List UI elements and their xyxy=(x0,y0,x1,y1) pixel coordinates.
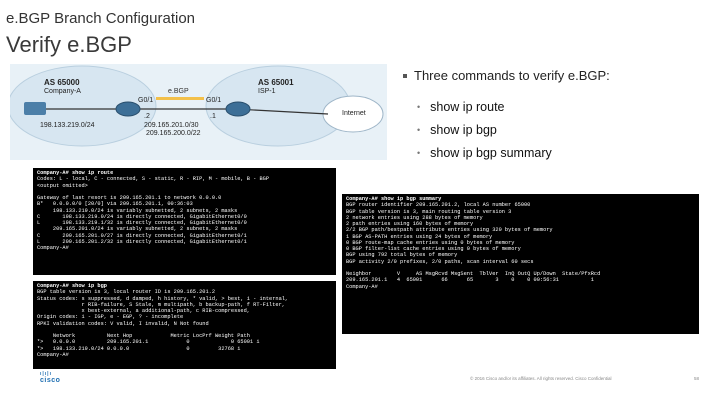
cisco-logo-text: cisco xyxy=(40,377,61,384)
terminal-line: 2 network entries using 288 bytes of mem… xyxy=(346,214,483,221)
cisco-bars-icon: ı|ı|ı xyxy=(40,371,52,377)
terminal-line: BGP router identifier 209.165.201.2, loc… xyxy=(346,202,531,209)
topology-drawing xyxy=(10,65,384,147)
terminal-line: BGP table version is 3, local router ID … xyxy=(37,289,216,296)
terminal-line: <output omitted> xyxy=(37,182,88,189)
copyright-footer: © 2016 Cisco and/or its affiliates. All … xyxy=(470,376,612,381)
terminal-line: B* 0.0.0.0/0 [20/0] via 209.165.201.1, 0… xyxy=(37,201,193,208)
link-highlight xyxy=(156,97,204,100)
list-item: • show ip bgp xyxy=(417,118,713,141)
right-isp-label: ISP-1 xyxy=(258,88,276,95)
link-network-label: 209.165.201.0/30 xyxy=(144,122,199,129)
left-company-label: Company-A xyxy=(44,88,81,95)
terminal-line: L 209.165.201.2/32 is directly connected… xyxy=(37,238,247,245)
terminal-line: C 209.165.201.0/27 is directly connected… xyxy=(37,232,247,239)
left-as-label: AS 65000 xyxy=(44,78,80,87)
right-network-label: 209.165.200.0/22 xyxy=(146,130,201,137)
lan-switch-icon xyxy=(24,102,46,115)
terminal-line: Network Next Hop Metric LocPrf Weight Pa… xyxy=(37,333,250,339)
terminal-line: Gateway of last resort is 209.165.201.1 … xyxy=(37,195,222,201)
terminal-line: x best-external, a additional-path, c RI… xyxy=(37,308,250,314)
command-text: show ip bgp summary xyxy=(430,145,552,160)
left-interface-host: .2 xyxy=(144,113,150,120)
right-as-label: AS 65001 xyxy=(258,78,294,87)
terminal-line: 209.165.201.0/24 is variably subnetted, … xyxy=(37,226,238,233)
terminal-line: BGP using 792 total bytes of memory xyxy=(346,252,458,259)
page-number: 58 xyxy=(694,376,700,381)
as65000-cloud xyxy=(10,65,157,147)
terminal-line: r RIB-failure, S Stale, m multipath, b b… xyxy=(37,301,285,308)
command-text: show ip bgp xyxy=(430,122,497,137)
terminal-line: Origin codes: i - IGP, e - EGP, ? - inco… xyxy=(37,314,184,321)
command-items: • show ip route • show ip bgp • show ip bgp… xyxy=(417,95,713,164)
terminal-line: C 198.133.219.0/24 is directly connected… xyxy=(37,213,247,220)
list-item: • show ip bgp summary xyxy=(417,141,713,164)
terminal-line: *> 0.0.0.0 209.165.201.1 0 0 65001 i xyxy=(37,339,260,346)
left-network-label: 198.133.219.0/24 xyxy=(40,122,95,129)
page-title: Verify e.BGP xyxy=(6,32,132,57)
terminal-line: 0 BGP route-map cache entries using 0 by… xyxy=(346,239,515,246)
terminal-line: *> 198.133.219.0/24 0.0.0.0 0 32768 i xyxy=(37,345,241,352)
terminal-line: BGP table version is 3, main routing tab… xyxy=(346,208,512,215)
command-text: show ip route xyxy=(430,99,505,114)
terminal-line: 209.165.201.1 4 65001 66 65 3 0 0 00:56:… xyxy=(346,277,594,284)
header-kicker: e.BGP Branch Configuration xyxy=(6,10,196,27)
cisco-logo: ı|ı|ı cisco xyxy=(40,371,60,384)
list-item: • show ip route xyxy=(417,95,713,118)
internet-link xyxy=(234,108,329,115)
isp1-router-icon xyxy=(225,101,251,117)
company-a-router-icon xyxy=(115,101,141,117)
terminal-line: 2/2 BGP path/bestpath attribute entries … xyxy=(346,227,553,234)
network-topology-diagram: AS 65000 Company-A AS 65001 ISP-1 e.BGP … xyxy=(10,64,387,160)
ebgp-link-label: e.BGP xyxy=(168,88,189,95)
terminal-line: BGP activity 2/0 prefixes, 2/0 paths, sc… xyxy=(346,258,534,265)
terminal-line: RPKI validation codes: V valid, I invali… xyxy=(37,320,209,327)
terminal-line: Neighbor V AS MsgRcvd MsgSent TblVer InQ… xyxy=(346,271,601,277)
square-bullet-icon xyxy=(403,73,407,78)
internet-label: Internet xyxy=(342,110,366,117)
bullet-dot-icon: • xyxy=(417,101,421,112)
terminal-line: Company-A# show ip bgp xyxy=(37,283,107,289)
terminal-line: 0 BGP filter-list cache entries using 0 … xyxy=(346,246,521,252)
terminal-line: Company-A# xyxy=(346,283,378,290)
terminal-line: 2 path entries using 160 bytes of memory xyxy=(346,221,474,227)
terminal-line: Status codes: s suppressed, d damped, h … xyxy=(37,295,289,302)
terminal-line: L 198.133.219.1/32 is directly connected… xyxy=(37,220,247,226)
bullet-dot-icon: • xyxy=(417,147,421,158)
bullet-dot-icon: • xyxy=(417,124,421,135)
verify-commands-list: Three commands to verify e.BGP: • show ip… xyxy=(403,68,713,164)
lead-text: Three commands to verify e.BGP: xyxy=(414,68,610,83)
terminal-line: Codes: L - local, C - connected, S - sta… xyxy=(37,176,270,183)
terminal-line: Company-A# show ip bgp summary xyxy=(346,196,442,202)
lead-bullet: Three commands to verify e.BGP: xyxy=(403,68,713,83)
left-interface-label: G0/1 xyxy=(138,97,154,104)
terminal-line: 198.133.219.0/24 is variably subnetted, … xyxy=(37,207,238,214)
right-interface-host: .1 xyxy=(210,113,216,120)
right-interface-label: G0/1 xyxy=(206,97,222,104)
terminal-line: Company-A# xyxy=(37,351,69,358)
terminal-line: Company-A# show ip route xyxy=(37,170,114,176)
terminal-line: Company-A# xyxy=(37,245,69,251)
terminal-line: 1 BGP AS-PATH entries using 24 bytes of … xyxy=(346,233,493,240)
